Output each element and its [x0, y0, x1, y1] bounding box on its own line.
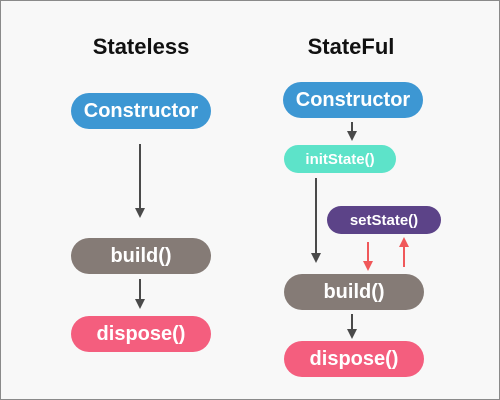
- stateful-setstate-node: setState(): [327, 206, 441, 234]
- stateless-constructor-node: Constructor: [71, 93, 211, 129]
- stateful-initstate-node: initState(): [284, 145, 396, 173]
- stateful-dispose-node: dispose(): [284, 341, 424, 377]
- stateful-constructor-node: Constructor: [283, 82, 423, 118]
- stateless-build-node: build(): [71, 238, 211, 274]
- stateful-build-node: build(): [284, 274, 424, 310]
- stateful-title: StateFul: [307, 34, 395, 59]
- stateless-dispose-node: dispose(): [71, 316, 211, 352]
- stateless-title: Stateless: [92, 34, 190, 59]
